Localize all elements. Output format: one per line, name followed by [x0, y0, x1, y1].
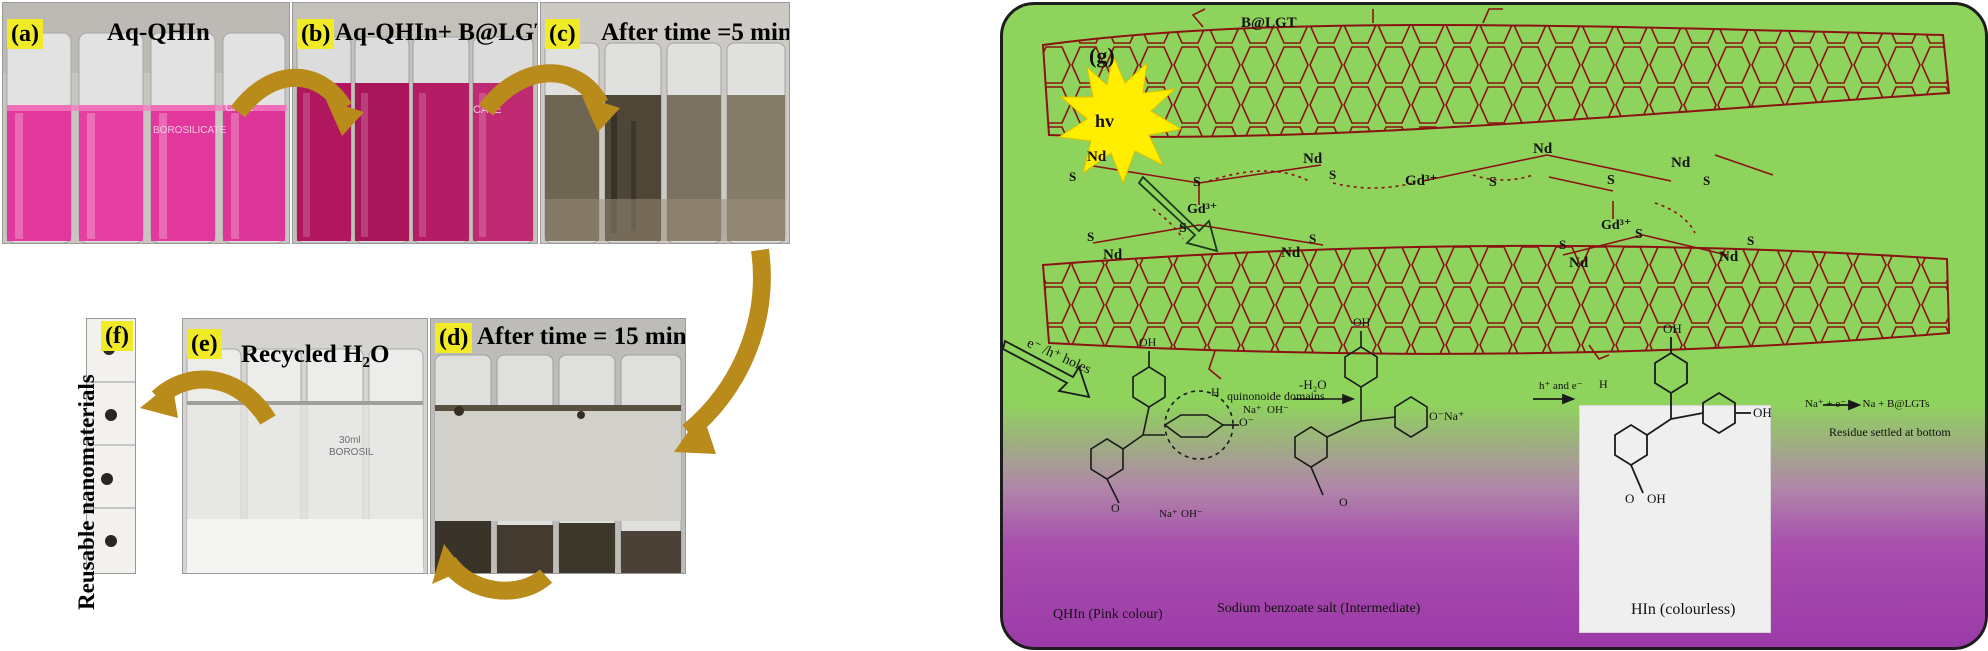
atom-nd-6: Nd — [1281, 245, 1301, 261]
atom-nd-1: Nd — [1087, 149, 1107, 165]
sodium-salt-structure — [1293, 331, 1428, 496]
photo-d-vials — [431, 319, 685, 573]
side-reaction: Na⁺ + e⁻ → Na + B@LGTs — [1805, 398, 1930, 410]
atom-s-3: S — [1329, 167, 1337, 182]
salt-oh: OH — [1353, 315, 1371, 329]
mechanism-drawing — [1003, 8, 1951, 504]
photo-e-vials: 30ml BOROSIL — [183, 319, 427, 573]
light-label: hv — [1095, 111, 1115, 131]
h-and-e-label: h⁺ and e⁻ — [1539, 380, 1583, 392]
vial-print-b1: CATE — [473, 104, 502, 116]
atom-nd-7: Nd — [1569, 255, 1589, 271]
reusable-nanomaterials-label: Reusable nanomaterials — [74, 374, 99, 610]
photo-a-vials: BOROSILICATE CATE — [3, 3, 289, 243]
panel-tag-b: (b) — [297, 19, 335, 49]
sun-burst-icon — [1057, 53, 1183, 185]
label-sodium-salt: Sodium benzoate salt (Intermediate) — [1217, 601, 1421, 616]
atom-s-2: S — [1193, 175, 1201, 190]
nd-s-gd-network — [1086, 154, 1774, 256]
atom-nd-3: Nd — [1533, 141, 1553, 157]
label-qhin: QHIn (Pink colour) — [1053, 607, 1163, 622]
panel-title-b: Aq-QHIn+ B@LGTs — [335, 19, 538, 46]
atom-s-7: S — [1087, 229, 1095, 244]
atom-h-1: H — [1211, 385, 1220, 399]
photo-a: BOROSILICATE CATE (a) Aq-QHIn — [2, 2, 290, 244]
panel-title-a: Aq-QHIn — [107, 19, 210, 46]
atom-gd-3: Gd³⁺ — [1601, 218, 1632, 233]
atom-s-12: S — [1747, 233, 1755, 248]
qhin-oh: OH — [1139, 335, 1157, 349]
qhin-na-2: Na⁺ — [1159, 508, 1178, 520]
atom-nd-2: Nd — [1303, 151, 1323, 167]
hin-oh-top: OH — [1663, 321, 1682, 336]
catalyst-label-top: B@LGT — [1241, 15, 1297, 31]
atom-s-10: S — [1559, 237, 1567, 252]
vial-print-e1: 30ml — [339, 435, 361, 446]
atom-nd-4: Nd — [1671, 155, 1691, 171]
atom-s-6: S — [1703, 173, 1711, 188]
panel-title-c: After time =5 min — [601, 19, 790, 46]
panel-tag-f: (f) — [101, 321, 133, 351]
photo-f: (f) — [86, 318, 136, 574]
vial-print-a2: CATE — [225, 102, 254, 114]
photo-c-vials — [541, 3, 789, 243]
photo-d: (d) After time = 15 min — [430, 318, 686, 574]
salt-o: O — [1339, 495, 1348, 509]
photo-c: (c) After time =5 min — [540, 2, 790, 244]
panel-tag-a: (a) — [7, 19, 43, 49]
qhin-o-minus: O⁻ — [1239, 415, 1254, 429]
curved-arrow-icon — [140, 382, 178, 418]
qhin-na: Na⁺ — [1243, 404, 1262, 416]
qhin-structure — [1090, 351, 1239, 504]
salt-o-na: O⁻Na⁺ — [1429, 409, 1465, 423]
quinonoid-label: quinonoide domains — [1227, 389, 1325, 403]
outline-arrow-icon — [1003, 339, 1091, 399]
hin-structure — [1533, 337, 1862, 494]
panel-tag-e: (e) — [187, 329, 222, 359]
atom-s-5: S — [1607, 173, 1615, 188]
photo-b: CATE (b) Aq-QHIn+ B@LGTs — [292, 2, 538, 244]
qhin-o: O — [1111, 501, 1120, 515]
hin-oh-right: OH — [1753, 405, 1772, 420]
catalyst-sheet-top — [1041, 8, 1951, 138]
atom-s-8: S — [1179, 221, 1187, 236]
mechanism-panel: (g) B@LGT hv Nd S S Nd S Gd³⁺ S Nd S Nd … — [1000, 2, 1988, 650]
outline-arrow-icon — [1137, 175, 1219, 253]
panel-tag-c: (c) — [545, 19, 580, 49]
atom-s-11: S — [1635, 227, 1643, 242]
label-hin: HIn (colourless) — [1631, 601, 1736, 618]
atom-s-4: S — [1489, 175, 1497, 190]
atom-gd-1: Gd³⁺ — [1405, 173, 1438, 189]
panel-tag-d: (d) — [435, 323, 473, 353]
hin-oh-bottom: OH — [1647, 491, 1666, 506]
atom-nd-8: Nd — [1719, 249, 1739, 265]
vial-print-e2: BOROSIL — [329, 447, 374, 458]
hin-highlight-box — [1579, 405, 1771, 633]
vial-print-a1: BOROSILICATE — [153, 125, 226, 136]
atom-gd-2: Gd³⁺ — [1187, 202, 1218, 217]
panel-title-d: After time = 15 min — [477, 323, 686, 350]
hin-o: O — [1625, 491, 1635, 506]
atom-s-9: S — [1309, 231, 1317, 246]
minus-h2o: -H₂O — [1299, 377, 1327, 392]
residue-label: Residue settled at bottom — [1829, 425, 1951, 439]
atom-nd-5: Nd — [1103, 247, 1123, 263]
panel-title-e: Recycled H₂O — [241, 341, 390, 368]
photo-e: 30ml BOROSIL (e) Recycled H₂O — [182, 318, 428, 574]
panel-tag-g: (g) — [1089, 43, 1115, 68]
atom-h-2: H — [1599, 377, 1608, 391]
qhin-oh-ion-2: OH⁻ — [1181, 508, 1203, 520]
qhin-oh-ion: OH⁻ — [1267, 404, 1289, 416]
curved-arrow-icon — [682, 248, 771, 439]
catalyst-sheet-bottom — [1041, 244, 1951, 380]
atom-s-1: S — [1069, 169, 1077, 184]
